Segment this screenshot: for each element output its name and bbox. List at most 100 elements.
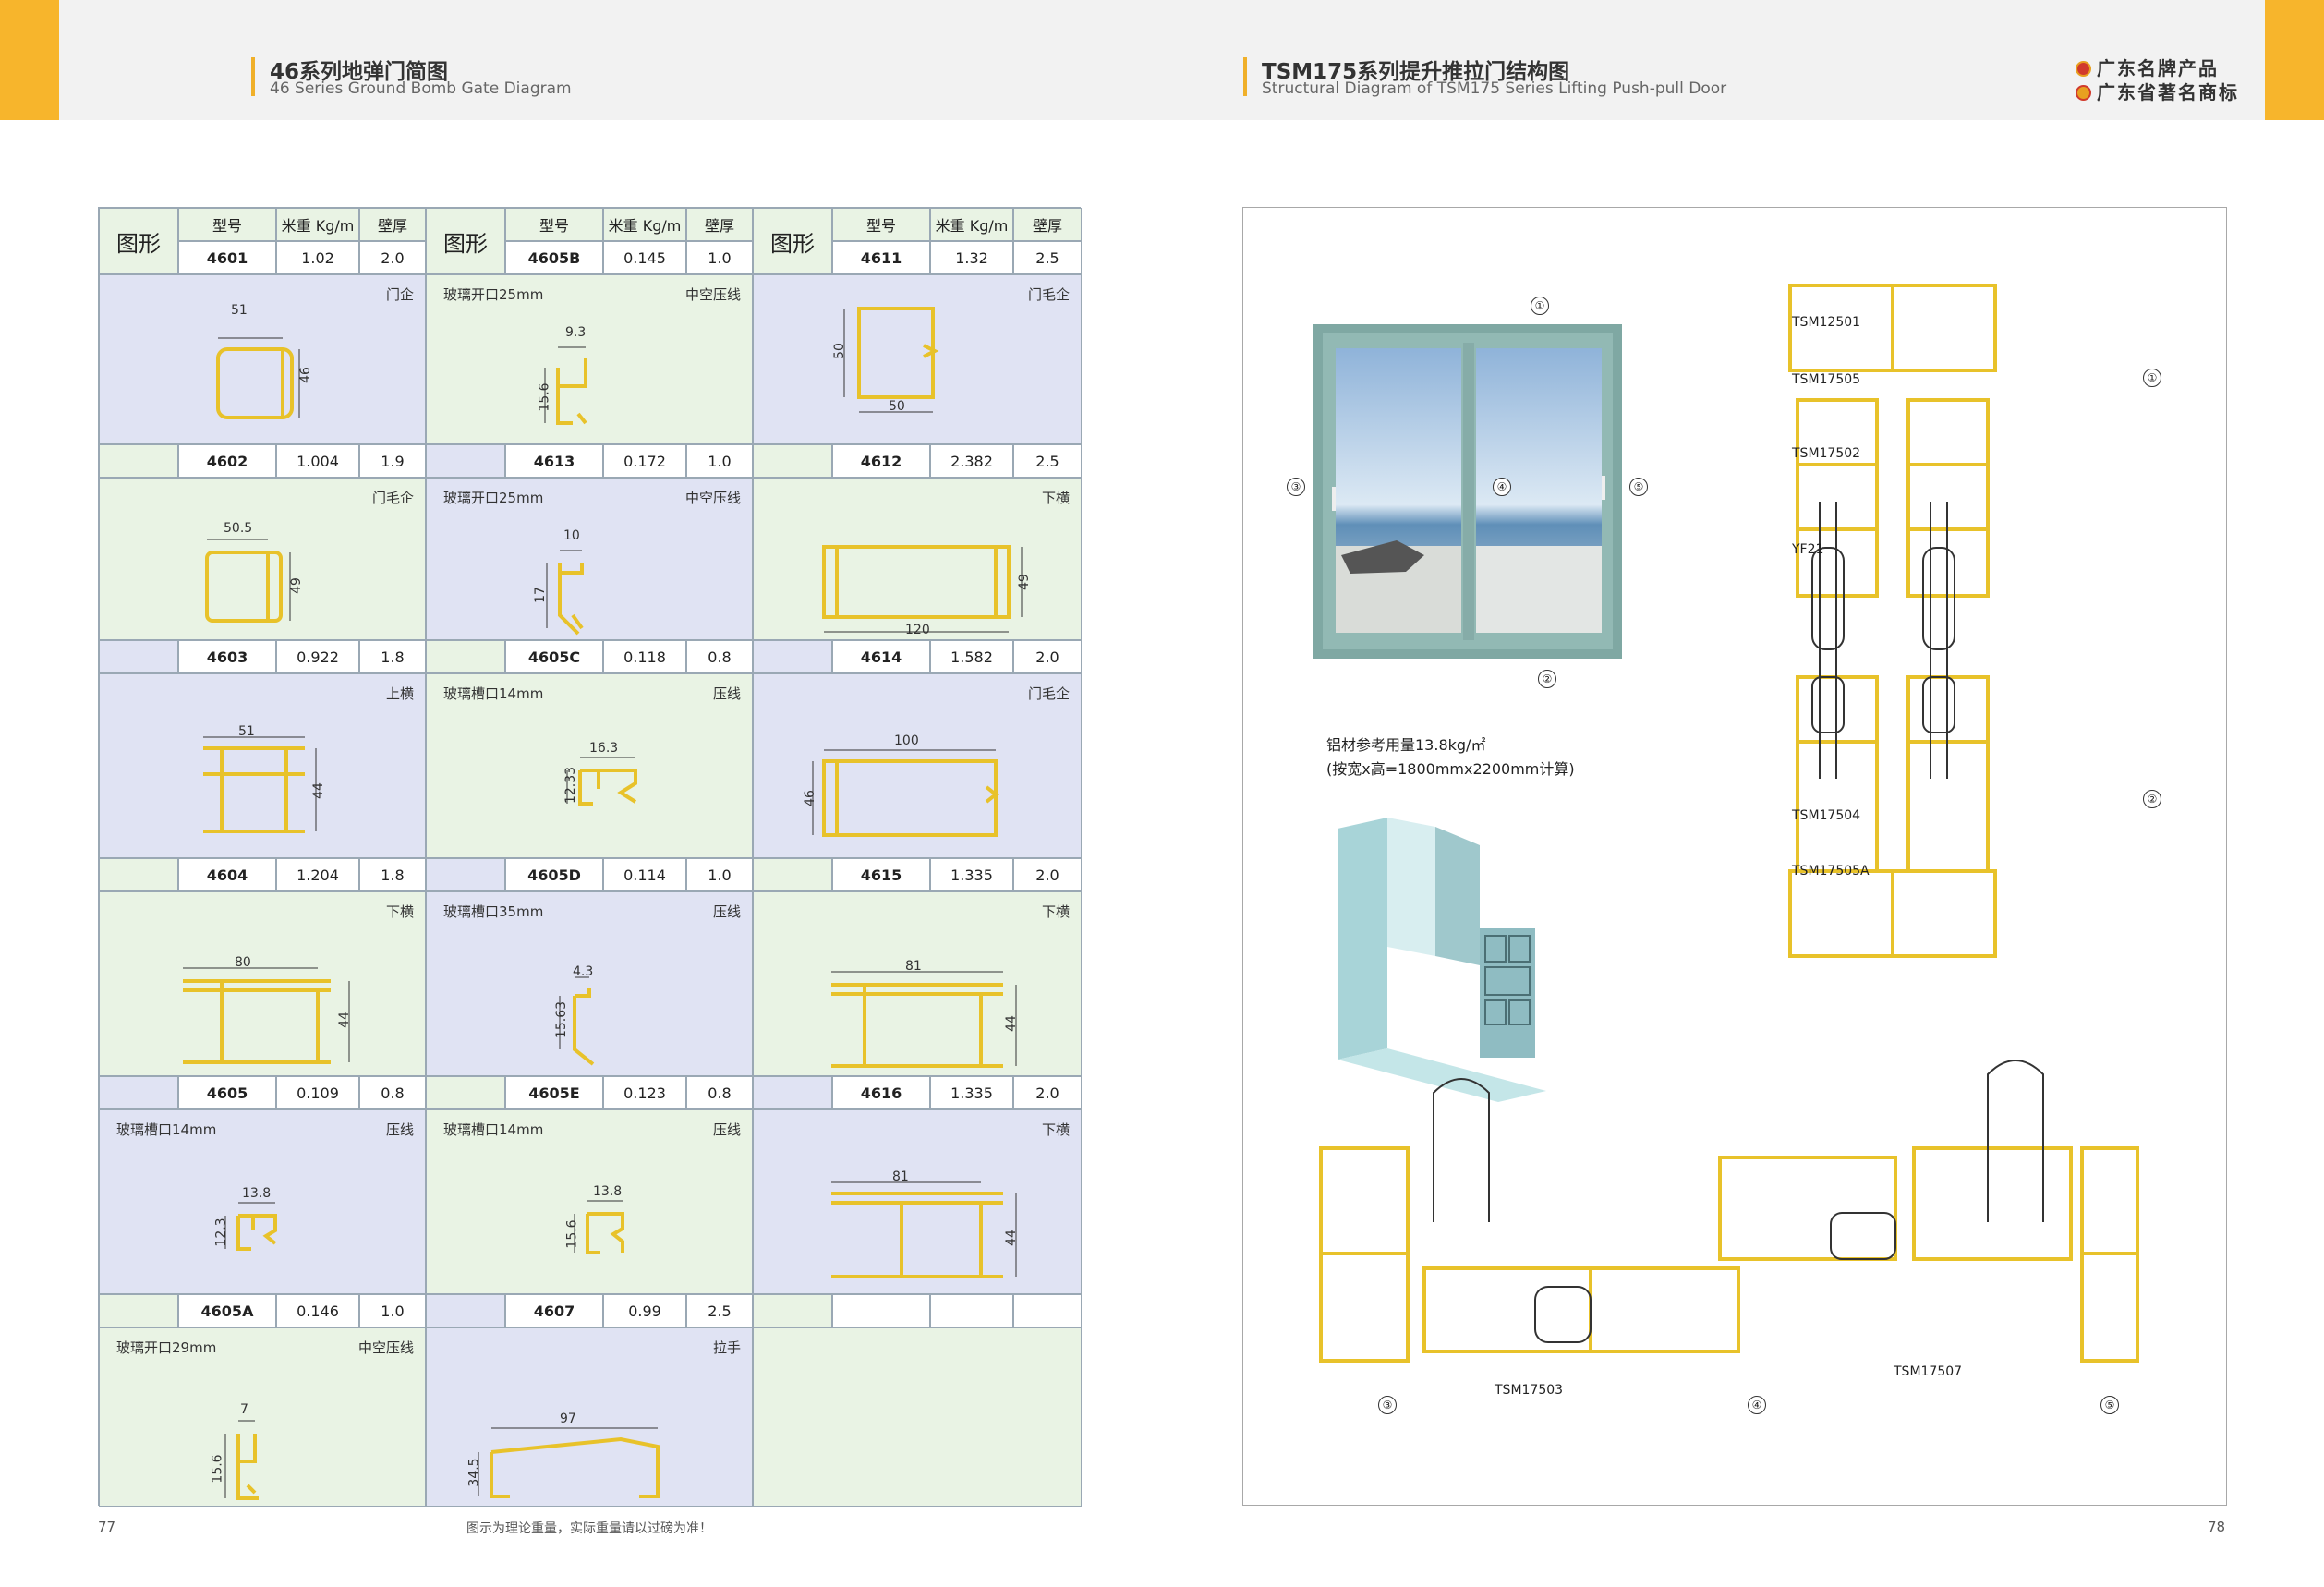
profile-name: 下横 <box>385 903 414 920</box>
profile-name: 拉手 <box>712 1339 741 1356</box>
wall-thickness-cell: 1.0 <box>686 241 753 274</box>
wall-thickness-cell: 2.5 <box>1013 444 1082 478</box>
horizontal-section-drawing <box>1319 1060 2139 1363</box>
right-title-bar <box>1243 57 1247 96</box>
profile-section-icon <box>559 976 595 1066</box>
dimension-label: 80 <box>235 955 251 970</box>
profile-section-icon <box>831 971 1017 1068</box>
profile-name: 中空压线 <box>357 1339 414 1356</box>
figure-spacer-cell <box>753 1294 832 1327</box>
wall-thickness-cell: 1.0 <box>686 444 753 478</box>
wall-thickness-cell: 1.0 <box>686 858 753 891</box>
profile-name: 门毛企 <box>1027 286 1070 303</box>
profile-section-icon <box>205 539 291 623</box>
brand-text-2: 广东省著名商标 <box>2097 81 2239 103</box>
profile-name: 下横 <box>1041 1121 1070 1138</box>
glass-slot-note: 玻璃开口29mm <box>116 1339 217 1356</box>
profile-section-icon <box>574 1200 624 1254</box>
dimension-label: 81 <box>905 959 922 974</box>
dimension-label: 81 <box>892 1169 909 1184</box>
figure-spacer-cell <box>99 1076 178 1109</box>
profile-name: 压线 <box>712 1121 741 1138</box>
brand-line-1: 广东名牌产品 <box>2076 54 2219 80</box>
figure-spacer-cell <box>99 444 178 478</box>
label-tsm17503: TSM17503 <box>1495 1383 1564 1398</box>
header-figure-cell: 图形 <box>753 208 832 274</box>
glass-slot-note: 玻璃开口25mm <box>443 490 544 506</box>
profile-section-icon <box>544 346 587 425</box>
model-cell: 4605A <box>178 1294 276 1327</box>
model-cell: 4605E <box>505 1076 603 1109</box>
profile-name: 压线 <box>385 1121 414 1138</box>
door-photo <box>1313 324 1622 659</box>
profile-section-icon <box>831 1181 1017 1278</box>
figure-spacer-cell <box>426 1076 505 1109</box>
dimension-label: 12.3 <box>213 1218 229 1247</box>
brand-line-2: 广东省著名商标 <box>2076 78 2239 104</box>
dimension-label: 44 <box>1003 1230 1019 1246</box>
dimension-label: 97 <box>560 1411 576 1426</box>
model-cell: 4612 <box>832 444 930 478</box>
brand-emblem-icon <box>2076 61 2091 77</box>
wall-thickness-cell: 0.8 <box>359 1076 426 1109</box>
model-cell: 4602 <box>178 444 276 478</box>
right-yellow-tab <box>2265 0 2324 120</box>
label-tsm17504: TSM17504 <box>1792 808 1861 823</box>
weight-cell: 1.32 <box>930 241 1013 274</box>
wall-thickness-cell: 1.0 <box>359 1294 426 1327</box>
page-number-right: 78 <box>2208 1519 2226 1535</box>
figure-spacer-cell <box>753 858 832 891</box>
dimension-label: 51 <box>238 724 255 739</box>
profile-section-icon <box>812 749 999 837</box>
header-figure-cell: 图形 <box>99 208 178 274</box>
weight-cell: 0.109 <box>276 1076 359 1109</box>
dimension-label: 10 <box>563 528 580 543</box>
dimension-label: 16.3 <box>589 741 619 756</box>
wall-thickness-cell: 2.0 <box>1013 640 1082 673</box>
model-cell: 4603 <box>178 640 276 673</box>
page-number-left: 77 <box>98 1519 116 1535</box>
dimension-label: 15.63 <box>554 1000 570 1039</box>
dimension-label: 7 <box>240 1402 248 1417</box>
dimension-label: 9.3 <box>565 325 587 340</box>
dimension-label: 13.8 <box>242 1186 272 1201</box>
profile-name: 中空压线 <box>684 286 741 303</box>
weight-cell: 1.204 <box>276 858 359 891</box>
header-figure-cell: 图形 <box>426 208 505 274</box>
marker-1-photo: ① <box>1531 297 1549 315</box>
figure-spacer-cell <box>426 858 505 891</box>
weight-cell: 0.114 <box>603 858 686 891</box>
label-tsm12501: TSM12501 <box>1792 315 1861 330</box>
weight-cell: 0.172 <box>603 444 686 478</box>
corner-profile-render <box>1338 818 1546 1102</box>
left-page-title: 46系列地弹门简图 <box>270 60 449 84</box>
dimension-label: 120 <box>905 623 930 637</box>
header-band <box>0 0 2324 120</box>
wall-thickness-cell: 1.8 <box>359 640 426 673</box>
marker-4-photo: ④ <box>1493 478 1511 496</box>
model-cell: 4614 <box>832 640 930 673</box>
model-cell: 4604 <box>178 858 276 891</box>
weight-cell: 1.004 <box>276 444 359 478</box>
structure-panel: ① ② ③ ④ ⑤ 铝材参考用量13.8kg/㎡ (按宽x高=1800mmx22… <box>1242 207 2227 1506</box>
label-tsm17505a: TSM17505A <box>1792 864 1870 878</box>
dimension-label: 15.6 <box>564 1219 580 1249</box>
marker-2-section: ② <box>2143 790 2161 808</box>
dimension-label: 46 <box>802 790 817 806</box>
dimension-label: 44 <box>310 782 326 799</box>
profile-section-icon <box>843 307 939 413</box>
